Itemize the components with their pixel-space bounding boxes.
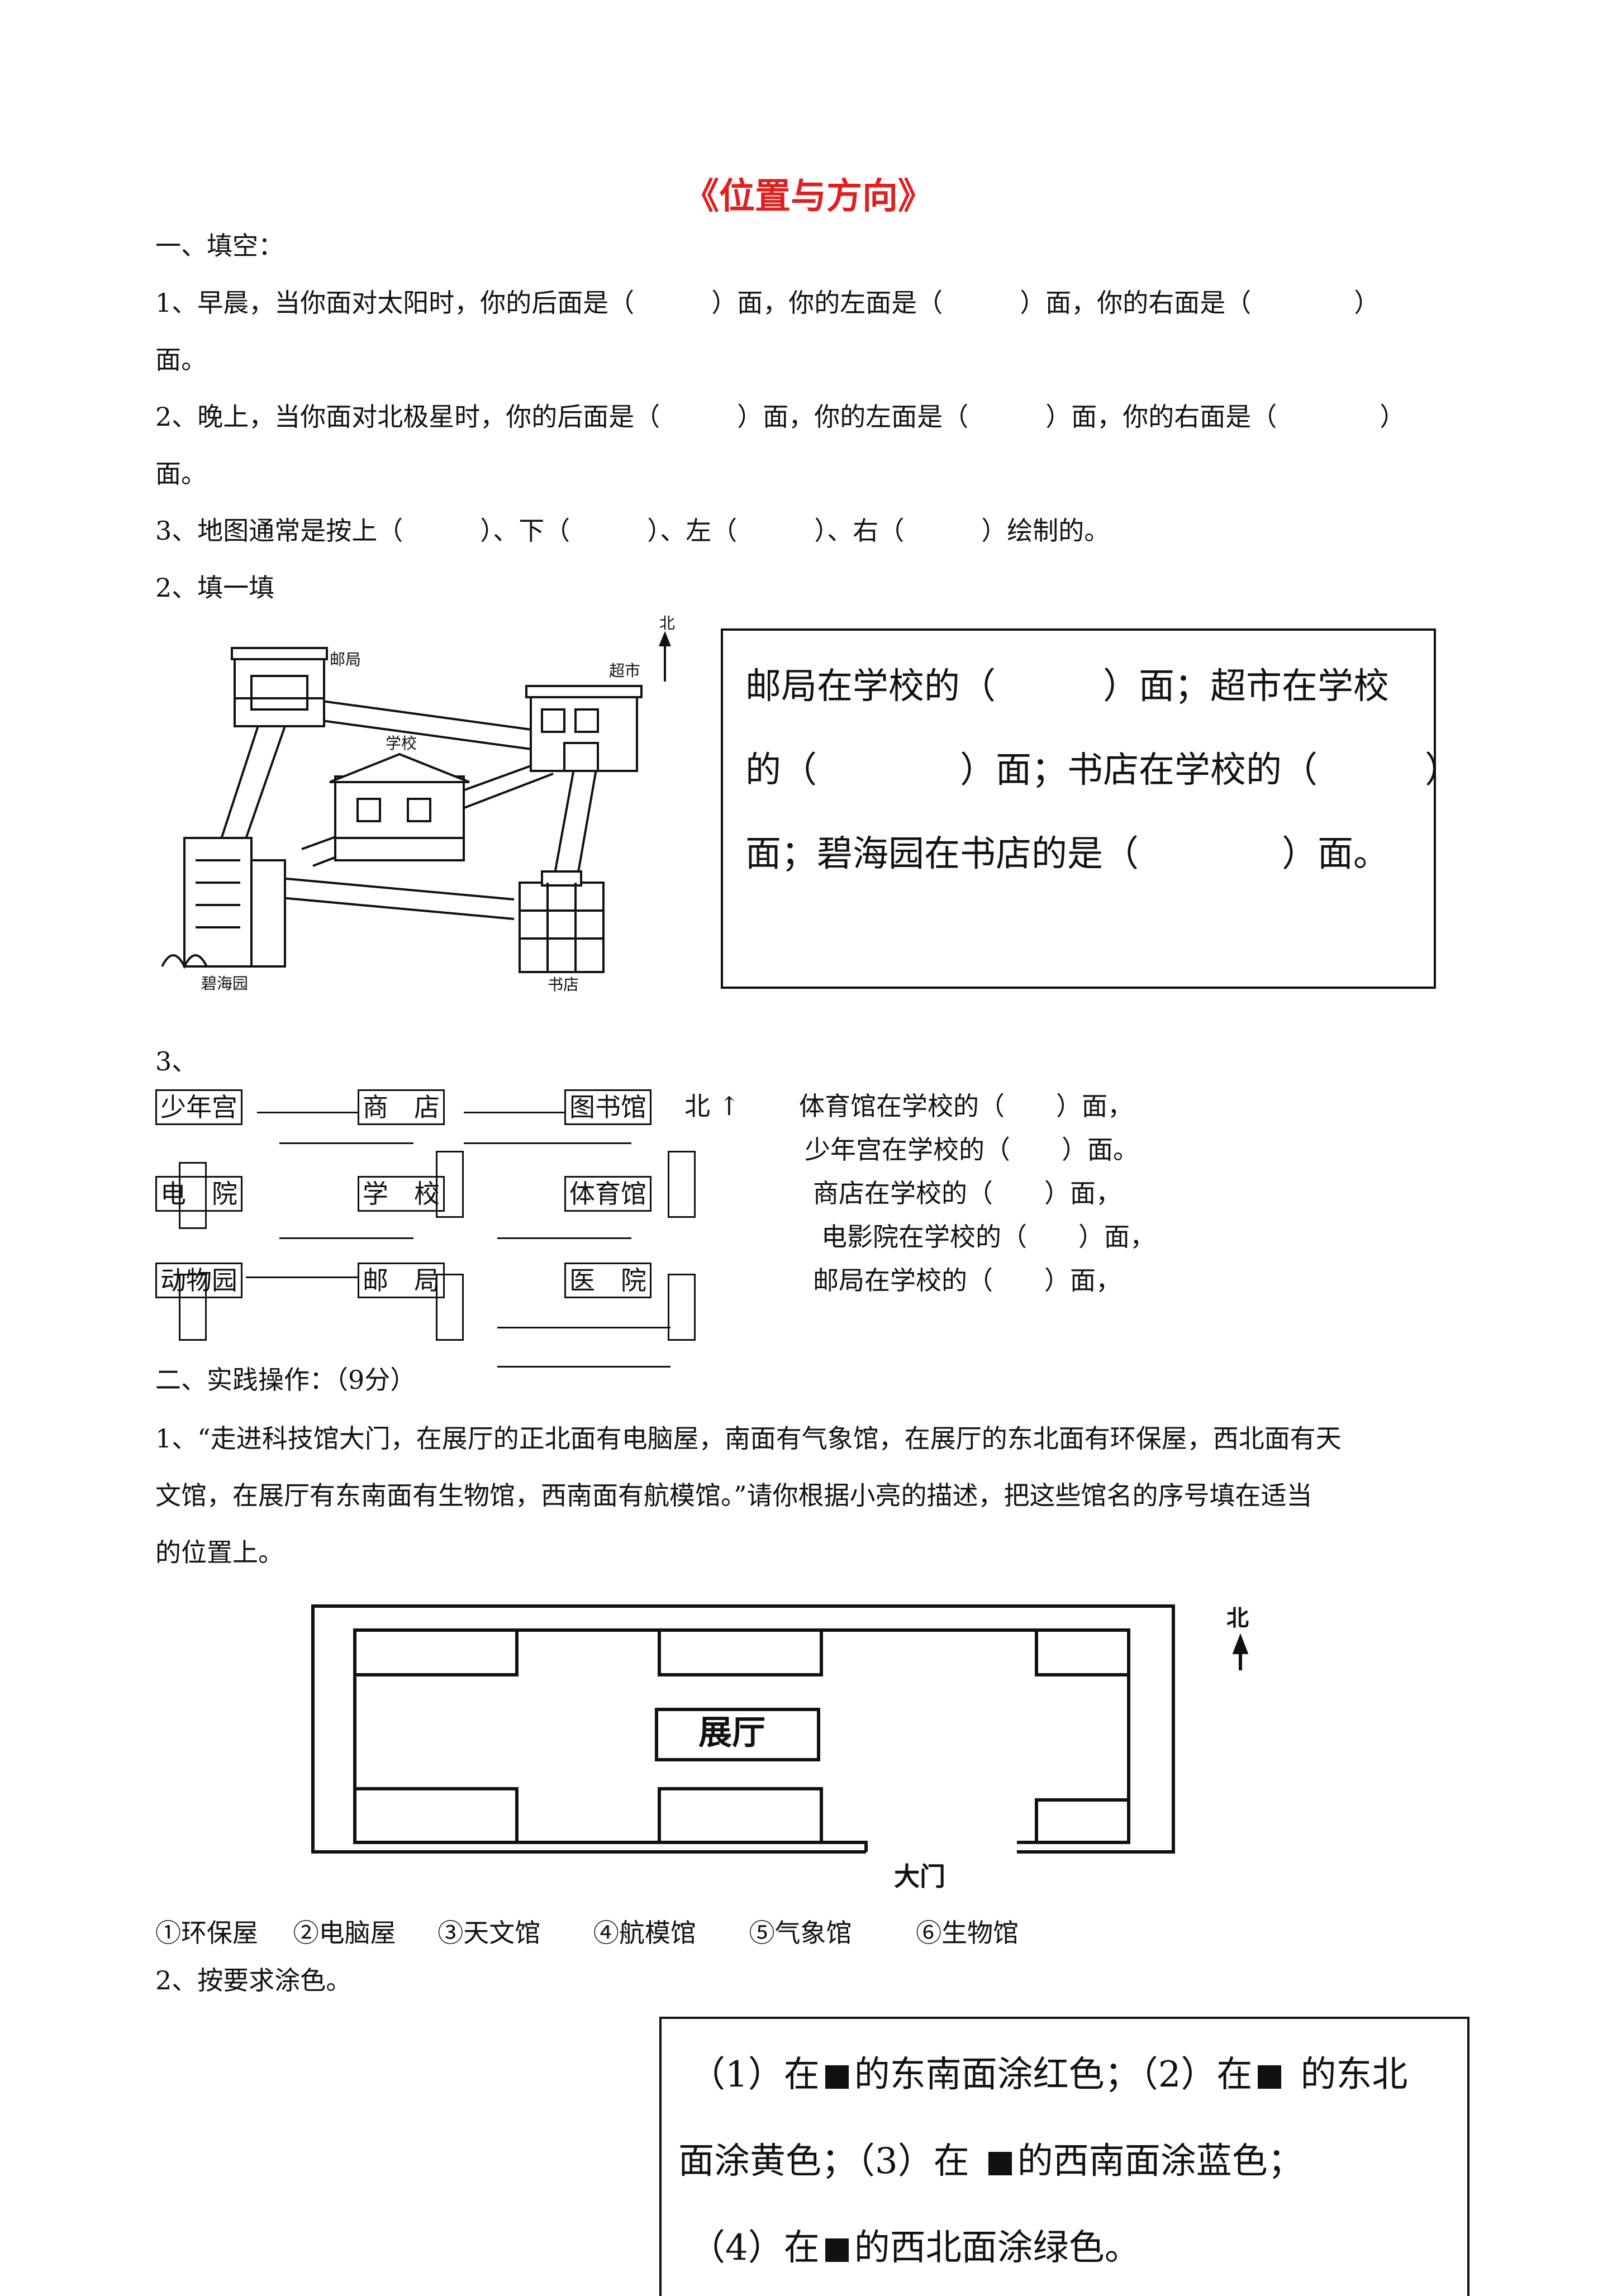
road-block: [436, 1274, 464, 1341]
town-map: 北 邮局 超市 学校 碧海园 书店: [161, 615, 675, 994]
grid-cell-school: 学 校: [358, 1176, 445, 1212]
map-garden-label: 碧海园: [201, 974, 248, 993]
road-line: [497, 1327, 670, 1328]
color-line-1a: （1）在: [689, 2054, 820, 2095]
grid-cell-youth-palace: 少年宫: [155, 1089, 242, 1125]
road-line: [279, 1237, 413, 1239]
color-line-3: （4）在的西北面涂绿色。: [689, 2226, 1140, 2270]
part2-q1-line1: 1、“走进科技馆大门，在展厅的正北面有电脑屋，南面有气象馆，在展厅的东北面有环保…: [155, 1423, 1342, 1454]
grid-north-text: 北: [684, 1091, 710, 1121]
color-line-1b: 的东南面涂红色；（2）在: [854, 2054, 1253, 2095]
color-line-1: （1）在的东南面涂红色；（2）在 的东北: [689, 2052, 1407, 2097]
grid-cell-hospital: 医 院: [564, 1263, 651, 1298]
question-2-line1: 2、晚上，当你面对北极星时，你的后面是（ ）面，你的左面是（ ）面，你的右面是（…: [155, 402, 1406, 432]
grid-question-5: 邮局在学校的（ ）面，: [813, 1265, 1121, 1295]
map-north-label: 北: [659, 615, 675, 632]
question-2-line2: 面。: [155, 459, 207, 489]
fill-box-line1: 邮局在学校的（ ）面；超市在学校: [745, 666, 1389, 707]
option-6: ⑥生物馆: [916, 1918, 1019, 1948]
part2-heading: 二、实践操作：（9分）: [155, 1365, 416, 1395]
color-line-3a: （4）在: [689, 2227, 820, 2269]
fill-box-line2: 的（ ）面；书店在学校的（ ）: [745, 750, 1461, 791]
grid-cell-post: 邮 局: [358, 1263, 445, 1298]
hall-label: 展厅: [698, 1713, 765, 1752]
color-line-2a: 面涂黄色；（3）在: [678, 2141, 969, 2182]
color-line-1c: 的东北: [1300, 2054, 1408, 2095]
question-1-line1: 1、早晨，当你面对太阳时，你的后面是（ ）面，你的左面是（ ）面，你的右面是（ …: [155, 288, 1380, 318]
road-line: [464, 1112, 564, 1113]
fill-box-line3: 面；碧海园在书店的是（ ）面。: [745, 833, 1389, 875]
option-1: ①环保屋: [155, 1918, 258, 1948]
grid-cell-zoo: 动物园: [155, 1263, 242, 1298]
part2-q1-line2: 文馆，在展厅有东南面有生物馆，西南面有航模馆。”请你根据小亮的描述，把这些馆名的…: [155, 1480, 1312, 1511]
fill-box: 邮局在学校的（ ）面；超市在学校 的（ ）面；书店在学校的（ ） 面；碧海园在书…: [721, 628, 1461, 989]
color-line-3b: 的西北面涂绿色。: [854, 2227, 1140, 2269]
grid-question-2: 少年宫在学校的（ ）面。: [805, 1135, 1139, 1165]
grid-cell-cinema: 电 院: [155, 1176, 242, 1212]
black-square-icon: [825, 2065, 849, 2089]
road-line: [497, 1237, 631, 1239]
grid-question-4: 电影院在学校的（ ）面，: [821, 1222, 1155, 1252]
black-square-icon: [988, 2152, 1012, 2175]
black-square-icon: [825, 2238, 849, 2262]
option-4: ④航模馆: [593, 1918, 696, 1948]
section2-heading: 2、填一填: [155, 573, 275, 603]
map-bookstore-label: 书店: [548, 975, 579, 994]
grid-cell-library: 图书馆: [564, 1089, 651, 1125]
part2-q2-heading: 2、按要求涂色。: [155, 1965, 352, 1995]
road-block: [436, 1151, 464, 1218]
part2-q1-line3: 的位置上。: [155, 1537, 284, 1568]
map-post-label: 邮局: [330, 650, 361, 669]
color-line-2b: 的西南面涂蓝色；: [1017, 2141, 1304, 2182]
color-box: （1）在的东南面涂红色；（2）在 的东北 面涂黄色；（3）在 的西南面涂蓝色； （4…: [659, 2017, 1469, 2296]
road-block: [179, 1274, 207, 1341]
grid-question-3: 商店在学校的（ ）面，: [813, 1178, 1121, 1208]
road-line: [497, 1366, 670, 1368]
hall-north-label: 北: [1226, 1606, 1249, 1631]
gate-label: 大门: [894, 1861, 945, 1892]
grid-north-label: 北 ↑: [684, 1091, 740, 1121]
option-list: ①环保屋 ②电脑屋 ③天文馆 ④航模馆 ⑤气象馆 ⑥生物馆: [155, 1916, 1019, 1950]
option-2: ②电脑屋: [293, 1918, 396, 1948]
road-line: [279, 1142, 413, 1144]
road-line: [257, 1112, 358, 1113]
black-square-icon: [1258, 2065, 1282, 2089]
road-line: [246, 1276, 358, 1278]
question-3: 3、地图通常是按上（ ）、下（ ）、左（ ）、右（ ）绘制的。: [155, 516, 1110, 546]
grid-cell-store: 商 店: [358, 1089, 445, 1125]
road-block: [668, 1151, 696, 1218]
road-block: [179, 1162, 207, 1229]
section3-number: 3、: [155, 1046, 198, 1076]
page-title: 《位置与方向》: [683, 175, 934, 217]
map-market-label: 超市: [609, 661, 640, 680]
option-3: ③天文馆: [437, 1918, 541, 1948]
map-school-label: 学校: [386, 734, 417, 752]
option-5: ⑤气象馆: [749, 1918, 852, 1948]
road-line: [464, 1142, 631, 1144]
section1-heading: 一、填空：: [155, 231, 284, 261]
grid-question-1: 体育馆在学校的（ ）面，: [799, 1091, 1133, 1121]
question-1-line2: 面。: [155, 345, 207, 375]
hall-diagram: 展厅 大门 北: [311, 1604, 1249, 1892]
road-block: [668, 1274, 696, 1341]
color-line-2: 面涂黄色；（3）在 的西南面涂蓝色；: [678, 2139, 1304, 2184]
grid-cell-gym: 体育馆: [564, 1176, 651, 1212]
